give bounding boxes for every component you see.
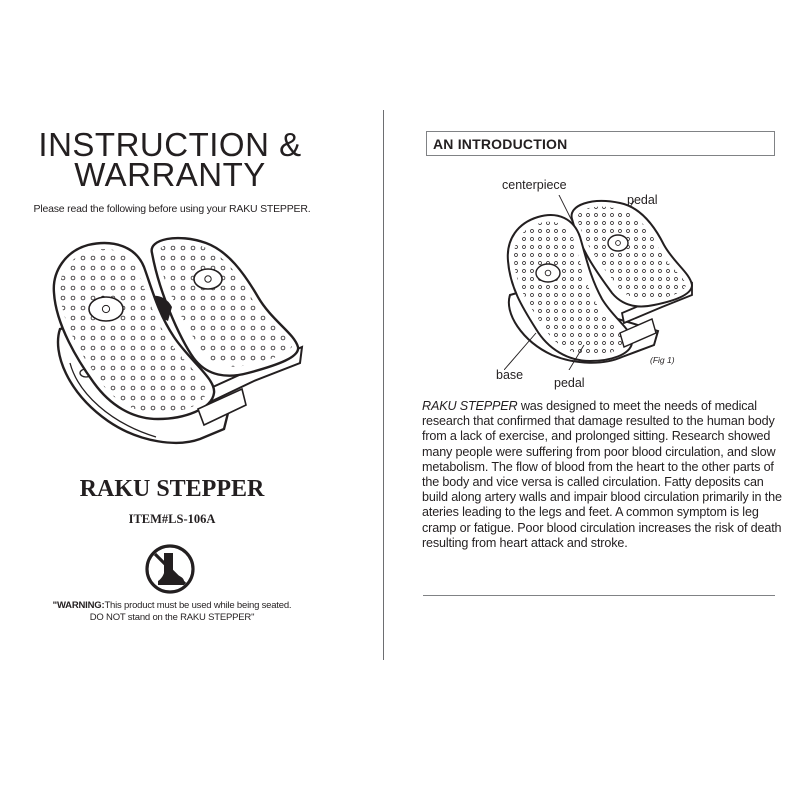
stepper-diagram-icon (504, 195, 694, 370)
warning-text-line-1: This product must be used while being se… (104, 600, 292, 611)
page-title-line-2: WARRANTY (74, 156, 266, 193)
label-pedal-top: pedal (627, 193, 658, 207)
product-name-inline: RAKU STEPPER (422, 399, 518, 413)
stepper-illustration-icon (52, 236, 304, 444)
read-before-use-note: Please read the following before using y… (33, 203, 311, 215)
page-title-line-1: INSTRUCTION & (38, 126, 302, 163)
figure-caption: (Fig 1) (650, 355, 675, 365)
section-heading: AN INTRODUCTION (433, 136, 568, 152)
label-centerpiece: centerpiece (502, 178, 567, 192)
label-base: base (496, 368, 524, 382)
introduction-paragraph: RAKU STEPPER was designed to meet the ne… (422, 399, 782, 551)
section-bottom-rule (423, 595, 775, 596)
warning-notice: "WARNING:This product must be used while… (0, 600, 344, 624)
warning-text-line-2: DO NOT stand on the RAKU STEPPER" (89, 612, 255, 623)
introduction-body: was designed to meet the needs of medica… (422, 399, 782, 550)
no-standing-icon (145, 544, 195, 594)
introduction-page: AN INTRODUCTION centerpiece pedal (384, 0, 800, 800)
cover-page: INSTRUCTION & WARRANTY Please read the f… (0, 0, 383, 800)
section-heading-box: AN INTRODUCTION (426, 131, 775, 156)
product-name: RAKU STEPPER (79, 476, 265, 502)
label-pedal-bottom: pedal (554, 376, 585, 390)
item-number: ITEM#LS-106A (128, 512, 216, 526)
page-divider (383, 110, 384, 660)
warning-label: "WARNING: (52, 600, 105, 611)
